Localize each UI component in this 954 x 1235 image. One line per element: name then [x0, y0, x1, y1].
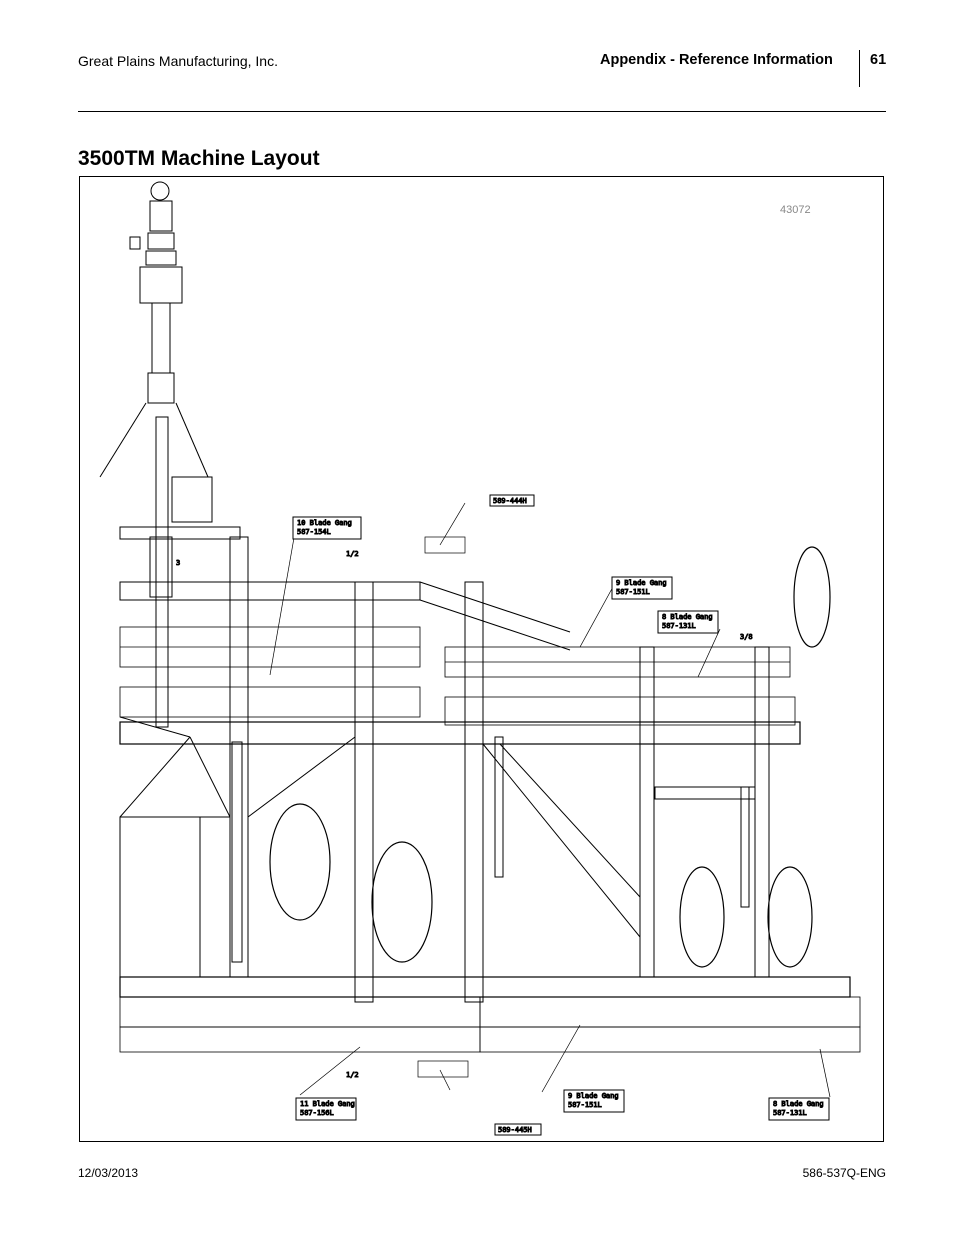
callout-gang-11-bottom-line2: 587-156L	[300, 1109, 334, 1117]
callout-gang-11-bottom-line1: 11 Blade Gang	[300, 1100, 355, 1108]
callout-gang-10-top-line1: 10 Blade Gang	[297, 519, 352, 527]
callout-gang-8-bottom: 8 Blade Gang 587-131L	[768, 1097, 830, 1121]
callout-gang-8-bottom-line1: 8 Blade Gang	[773, 1100, 824, 1108]
machine-layout-drawing: 10 Blade Gang 587-154L 589-444H 9 Blade …	[99, 181, 861, 1136]
header-section-title: Appendix - Reference Information	[600, 52, 833, 68]
callout-589-444h: 589-444H	[489, 494, 535, 507]
front-gang-left	[119, 626, 421, 718]
dim-3-8: 3/8	[740, 633, 753, 641]
machine-layout-figure: 43072	[79, 176, 884, 1142]
main-frame	[119, 526, 851, 1003]
dim-three: 3	[176, 559, 180, 567]
header-company: Great Plains Manufacturing, Inc.	[78, 53, 278, 69]
footer-date: 12/03/2013	[78, 1166, 139, 1180]
rear-gang-left	[119, 996, 481, 1053]
hitch-assembly	[99, 181, 213, 728]
callout-leaders	[269, 502, 831, 1098]
callout-gang-10-top-line2: 587-154L	[297, 528, 331, 536]
figure-number: 43072	[780, 204, 811, 216]
page-title: 3500TM Machine Layout	[78, 147, 320, 170]
gauge-wheel	[793, 546, 831, 648]
callout-589-444h-text: 589-444H	[493, 497, 527, 505]
callout-gang-8-top: 8 Blade Gang 587-131L	[657, 610, 719, 634]
callout-gang-9-bottom-line1: 9 Blade Gang	[568, 1092, 619, 1100]
header-divider	[859, 50, 860, 87]
callout-589-445h: 589-445H	[494, 1123, 542, 1136]
callout-gang-11-bottom: 11 Blade Gang 587-156L	[295, 1097, 357, 1121]
callout-gang-9-top: 9 Blade Gang 587-151L	[611, 576, 673, 600]
callout-gang-10-top: 10 Blade Gang 587-154L	[292, 516, 362, 540]
hydraulic-cylinders	[231, 736, 750, 963]
transport-wheel-right	[679, 866, 813, 968]
rear-gang-right	[479, 996, 861, 1053]
transport-wheel-left	[269, 803, 433, 963]
header-rule	[78, 111, 886, 112]
callout-gang-9-top-line2: 587-151L	[616, 588, 650, 596]
callout-gang-8-top-line1: 8 Blade Gang	[662, 613, 713, 621]
callout-gang-9-bottom: 9 Blade Gang 587-151L	[563, 1089, 625, 1113]
dim-half-bottom: 1/2	[346, 1071, 359, 1079]
callout-589-445h-text: 589-445H	[498, 1126, 532, 1134]
front-gang-right	[444, 646, 796, 726]
footer-doc-number: 586-537Q-ENG	[802, 1166, 886, 1180]
callout-gang-9-bottom-line2: 587-151L	[568, 1101, 602, 1109]
dim-half-top: 1/2	[346, 550, 359, 558]
callout-gang-9-top-line1: 9 Blade Gang	[616, 579, 667, 587]
callout-gang-8-top-line2: 587-131L	[662, 622, 696, 630]
callout-gang-8-bottom-line2: 587-131L	[773, 1109, 807, 1117]
page-number: 61	[870, 52, 887, 68]
